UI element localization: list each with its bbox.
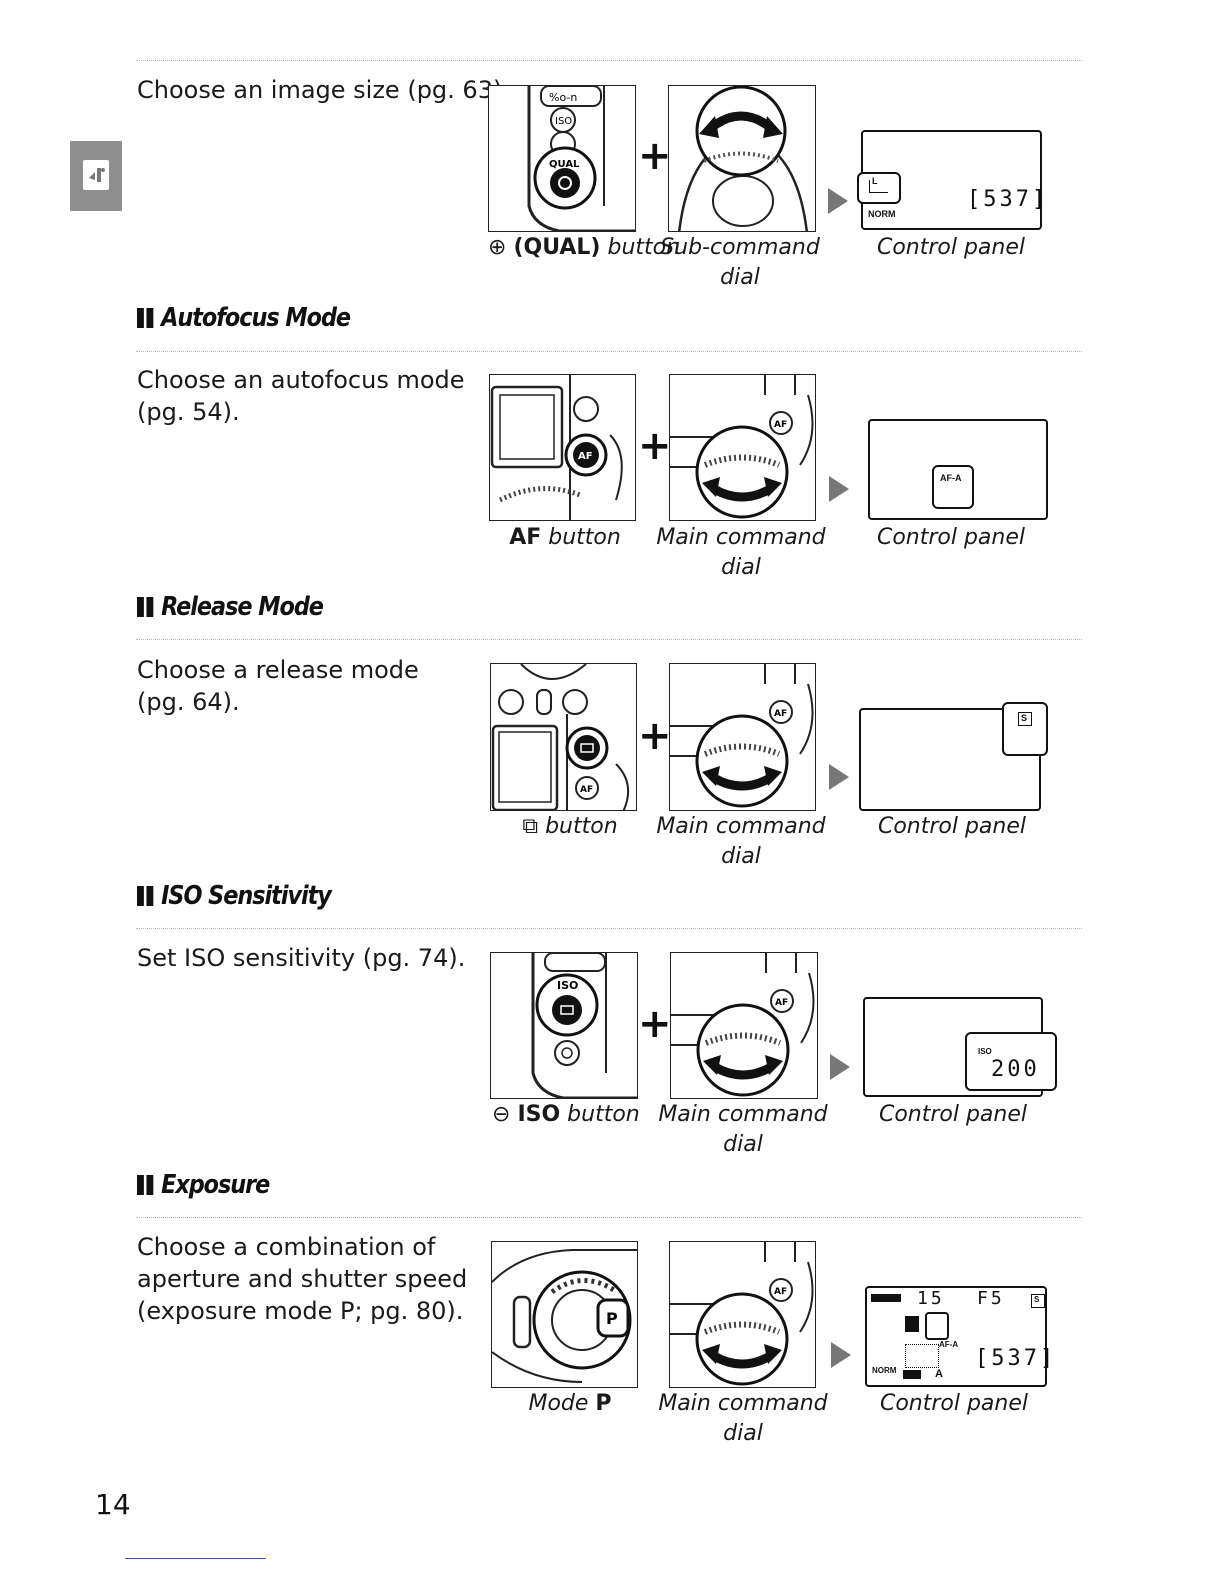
control-panel-display: L NORM [537] xyxy=(857,130,1045,230)
plus-icon: + xyxy=(638,133,672,179)
button-caption: AF button xyxy=(509,525,621,550)
svg-text:AF: AF xyxy=(578,451,593,462)
panel-caption: Control panel xyxy=(876,525,1026,550)
result-arrow-icon xyxy=(830,1054,850,1080)
plus-icon: + xyxy=(638,713,672,759)
result-arrow-icon xyxy=(828,188,848,214)
aperture-readout: F5 xyxy=(977,1288,1005,1309)
mode-dial-illustration: P xyxy=(491,1241,638,1388)
result-arrow-icon xyxy=(829,476,849,502)
section-rule xyxy=(136,60,1082,61)
panel-caption: Control panel xyxy=(876,235,1026,260)
main-command-dial-illustration: AF xyxy=(669,663,816,811)
svg-text:AF: AF xyxy=(774,709,787,719)
image-size-label: L xyxy=(872,176,878,186)
section-description: Set ISO sensitivity (pg. 74). xyxy=(137,944,466,972)
control-panel-display: 15 F5 S AF-A NORM A [537] xyxy=(865,1286,1053,1387)
svg-text:%o-n: %o-n xyxy=(549,91,577,104)
section-rule xyxy=(136,639,1082,640)
autofocus-mode-label: AF-A xyxy=(940,473,962,483)
release-mode-button-illustration: AF xyxy=(490,663,637,811)
frames-remaining-readout: [537] xyxy=(975,1346,1057,1371)
section-description: Choose a combination of aperture and shu… xyxy=(137,1233,468,1325)
quality-label: NORM xyxy=(872,1366,897,1375)
main-command-dial-illustration: AF xyxy=(669,1241,816,1388)
frames-remaining-readout: [537] xyxy=(967,187,1049,212)
autofocus-mode-label: AF-A xyxy=(939,1340,959,1349)
section-description: Choose a release mode (pg. 64). xyxy=(137,656,419,716)
control-panel-display: AF-A xyxy=(868,419,1048,520)
section-description: Choose an autofocus mode (pg. 54). xyxy=(137,366,465,426)
panel-caption: Control panel xyxy=(878,1102,1028,1127)
panel-caption: Control panel xyxy=(877,814,1027,839)
section-heading: ISO Sensitivity xyxy=(137,881,332,911)
plus-icon: + xyxy=(638,1001,672,1047)
button-caption: ⊕ (QUAL) button xyxy=(488,235,681,260)
white-balance-label: A xyxy=(935,1368,943,1380)
page-number: 14 xyxy=(95,1488,131,1521)
plus-icon: + xyxy=(638,423,672,469)
svg-text:ISO: ISO xyxy=(557,979,578,992)
button-caption: Mode P xyxy=(528,1391,612,1416)
main-command-dial-illustration: AF xyxy=(670,952,818,1099)
release-mode-label: S xyxy=(1034,1295,1040,1304)
camera-quick-start-icon xyxy=(83,160,109,190)
section-rule xyxy=(136,1217,1082,1218)
svg-text:ISO: ISO xyxy=(555,116,572,127)
result-arrow-icon xyxy=(831,1342,851,1368)
svg-text:AF: AF xyxy=(775,998,788,1008)
button-caption: ⧉ button xyxy=(522,814,618,839)
footer-link-underline xyxy=(125,1558,266,1559)
section-rule xyxy=(136,928,1082,929)
shutter-speed-readout: 15 xyxy=(917,1288,945,1309)
svg-text:P: P xyxy=(606,1309,618,1328)
release-mode-label: S xyxy=(1021,713,1028,723)
svg-text:AF: AF xyxy=(580,785,593,795)
sub-command-dial-illustration xyxy=(668,85,816,232)
section-description: Choose an image size (pg. 63). xyxy=(137,76,510,104)
chapter-side-tab xyxy=(70,141,122,211)
svg-text:QUAL: QUAL xyxy=(549,159,580,170)
result-arrow-icon xyxy=(829,764,849,790)
svg-text:AF: AF xyxy=(774,1287,787,1297)
control-panel-display: S xyxy=(859,702,1048,811)
section-rule xyxy=(136,351,1082,352)
iso-value-readout: 200 xyxy=(991,1057,1040,1082)
button-caption: ⊖ ISO button xyxy=(492,1102,640,1127)
section-heading: Autofocus Mode xyxy=(137,303,351,333)
section-heading: Exposure xyxy=(137,1170,270,1200)
panel-caption: Control panel xyxy=(879,1391,1029,1416)
iso-button-illustration: ISO xyxy=(490,952,638,1099)
svg-text:AF: AF xyxy=(774,420,787,430)
section-heading: Release Mode xyxy=(137,592,324,622)
qual-button-illustration: %o-n ISO QUAL xyxy=(488,85,636,232)
control-panel-display: ISO 200 xyxy=(863,997,1057,1097)
quality-label: NORM xyxy=(868,209,896,219)
main-command-dial-illustration: AF xyxy=(669,374,816,521)
af-button-illustration: AF xyxy=(489,374,636,521)
iso-label: ISO xyxy=(978,1047,992,1056)
